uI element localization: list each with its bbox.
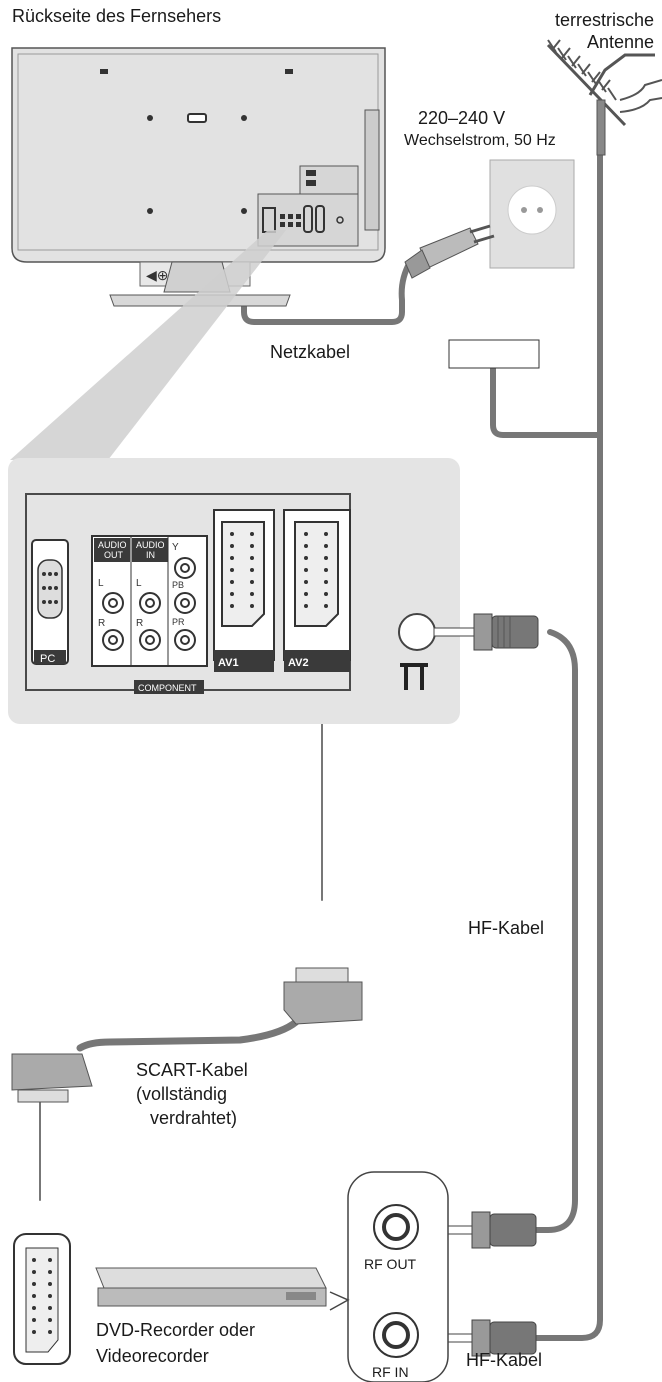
scart-plug-tv <box>283 967 363 1025</box>
l2-label: L <box>136 578 142 589</box>
rf-plug-out <box>431 1211 537 1249</box>
power-label-1: 220–240 V <box>418 108 506 128</box>
rf-cable-label-middle: HF-Kabel <box>468 918 545 938</box>
pr-label: PR <box>172 617 185 627</box>
mains-cable-label: Netzkabel <box>270 342 351 362</box>
scart-plug-recorder <box>11 1053 93 1103</box>
scart-cable-label-1: SCART-Kabel <box>136 1060 248 1080</box>
antenna-symbol-icon <box>400 663 428 690</box>
av1-label: AV1 <box>218 657 239 669</box>
recorder-scart-socket <box>13 1233 71 1365</box>
audio-in-label-2: IN <box>146 550 155 560</box>
tv-rf-socket <box>398 613 436 651</box>
audio-in-label-1: AUDIO <box>136 540 165 550</box>
tv-rear: ◀⊕▪·⊣·▼ <box>11 47 386 307</box>
audio-out-label-2: OUT <box>104 550 124 560</box>
rf-in-label: RF IN <box>372 1364 409 1380</box>
r2-label: R <box>136 618 143 629</box>
recorder-label-1: DVD-Recorder oder <box>96 1320 256 1340</box>
audio-out-label-1: AUDIO <box>98 540 127 550</box>
rf-socket-panel <box>329 1171 449 1382</box>
scart-cable-line <box>76 1018 300 1052</box>
rf-out-label: RF OUT <box>364 1256 417 1272</box>
pb-label: PB <box>172 580 184 590</box>
antenna-cable <box>517 147 603 1341</box>
cables <box>39 147 603 1341</box>
power-plug-icon <box>404 224 495 279</box>
antenna-branch-cable <box>490 365 603 438</box>
rf-plug-in <box>431 1319 537 1357</box>
power-label-2: Wechselstrom, 50 Hz <box>404 132 556 149</box>
scart-cable-label-2: (vollständig <box>136 1084 228 1104</box>
dvd-recorder-icon <box>95 1267 327 1307</box>
antenna-label-2: Antenne <box>586 32 654 52</box>
rf-plug-tv <box>433 613 539 651</box>
tv-rear-label: Rückseite des Fernsehers <box>12 6 222 26</box>
av2-label: AV2 <box>288 657 309 669</box>
rf-cable-label-bottom: HF-Kabel <box>466 1350 543 1370</box>
r1-label: R <box>98 618 105 629</box>
pc-label: PC <box>40 653 55 665</box>
connector-panel: AUDIO OUT AUDIO IN Y PB PR L R L R COMPO… <box>8 458 460 724</box>
recorder-label-2: Videorecorder <box>96 1346 209 1366</box>
l1-label: L <box>98 578 104 589</box>
power-socket <box>489 159 575 269</box>
rf-cable-line <box>517 629 578 1233</box>
antenna-label-1: terrestrische <box>554 10 654 30</box>
scart-cable-label-3: verdrahtet) <box>150 1108 238 1128</box>
antenna-junction-box <box>448 339 540 369</box>
component-label: COMPONENT <box>138 683 197 693</box>
mains-cable-line <box>241 259 413 325</box>
antenna-icon <box>546 39 662 156</box>
y-label: Y <box>172 542 179 553</box>
zoom-wedge <box>10 230 286 460</box>
